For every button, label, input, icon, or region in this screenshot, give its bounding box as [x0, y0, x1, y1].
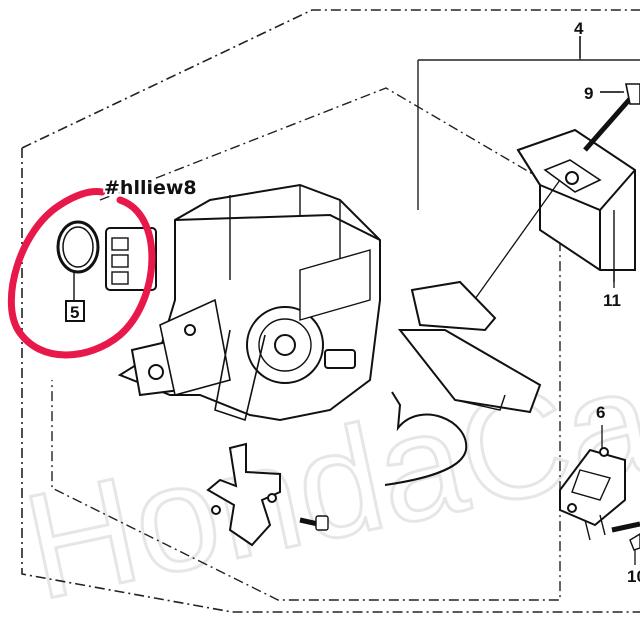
bolt-icon [611, 521, 640, 551]
user-tag: #hlliew8 [104, 177, 197, 199]
bolt-icon [299, 515, 329, 531]
wire-lead-icon [384, 391, 468, 486]
outer-dashed-frame [21, 9, 640, 613]
callout-5-box [65, 300, 85, 322]
leader-coil [459, 179, 561, 321]
callout-9: 9 [584, 84, 593, 103]
inner-dashed-frame [51, 87, 561, 601]
callout-5: 5 [70, 303, 79, 322]
distributor-icon [105, 183, 381, 422]
callout-11: 11 [603, 291, 621, 310]
callout-4: 4 [574, 19, 584, 38]
o-ring-icon [56, 220, 100, 300]
highlight-circle [7, 188, 156, 359]
callout-10: 10 [627, 567, 640, 586]
bracket-icon [206, 442, 281, 547]
igniter-unit-icon [559, 447, 626, 541]
callout-6: 6 [596, 403, 605, 422]
igniter-icon [397, 280, 542, 414]
coil-icon [516, 128, 636, 282]
